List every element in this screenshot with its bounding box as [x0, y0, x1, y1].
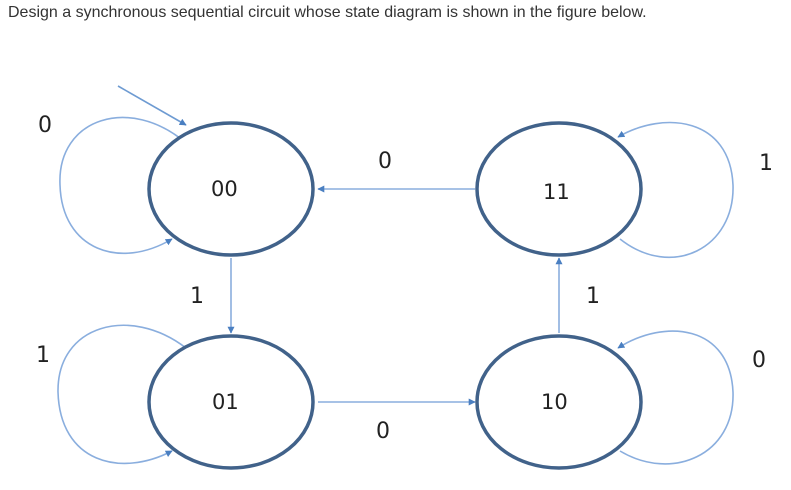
state-node-10	[475, 334, 643, 470]
edge-label-01-to-10: 0	[376, 419, 390, 444]
initial-state-arrow	[117, 85, 187, 126]
self-loop-11	[617, 121, 734, 259]
state-node-11	[475, 121, 643, 257]
question-text: Design a synchronous sequential circuit …	[8, 4, 647, 21]
edge-label-10-to-11: 1	[586, 284, 600, 309]
edge-label-11-to-00: 0	[378, 149, 392, 174]
state-label-11: 11	[543, 180, 570, 204]
edge-label-00-to-01: 1	[190, 284, 204, 309]
edge-label-self-01: 1	[36, 343, 50, 368]
state-label-01: 01	[212, 390, 239, 414]
edge-label-self-10: 0	[752, 348, 766, 373]
edge-label-self-11: 1	[759, 151, 773, 176]
self-loop-00	[59, 116, 187, 255]
self-loop-10	[617, 330, 734, 465]
self-loop-01	[57, 324, 187, 465]
state-label-00: 00	[211, 177, 238, 201]
state-node-01	[147, 334, 315, 470]
state-label-10: 10	[541, 390, 568, 414]
edge-label-self-00: 0	[38, 113, 52, 138]
state-node-00	[147, 121, 315, 257]
